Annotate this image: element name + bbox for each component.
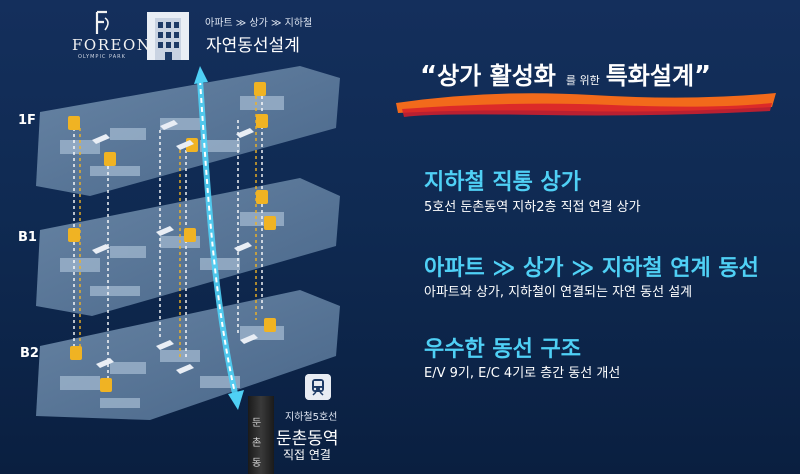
pillar-char: 동 <box>252 458 262 469</box>
headline-emphasis: 특화설계 <box>605 62 695 90</box>
foreon-logo-icon <box>95 10 109 34</box>
subway-connect-label: 직접 연결 <box>283 448 331 462</box>
escalator-icon <box>96 358 114 368</box>
escalator-icon <box>176 140 194 150</box>
subway-station-name: 둔촌동역 <box>276 429 339 449</box>
subway-line-label: 지하철5호선 <box>285 412 338 423</box>
floor-label-b2: B2 <box>20 346 39 361</box>
elevator-icon <box>70 346 82 360</box>
feature-title-subway-mall: 지하철 직통 상가 <box>424 170 581 195</box>
elevator-icon <box>256 114 268 128</box>
connection-arrow <box>194 66 244 410</box>
brush-stroke-decoration <box>396 93 776 117</box>
elevator-icon <box>184 228 196 242</box>
escalator-icon <box>160 120 178 130</box>
brand-name: FOREON <box>72 36 152 54</box>
apartment-building-icon <box>147 12 189 60</box>
pillar-char: 둔 <box>252 418 262 429</box>
brand-subtitle: OLYMPIC PARK <box>78 54 126 60</box>
station-pillar <box>248 396 274 474</box>
escalator-icon <box>156 226 174 236</box>
elevator-icon <box>256 190 268 204</box>
feature-desc-subway-mall: 5호선 둔촌동역 지하2층 직접 연결 상가 <box>424 200 641 215</box>
pillar-char: 촌 <box>252 438 262 449</box>
headline-close-quote: ” <box>694 61 712 91</box>
headline: “상가 활성화 를 위한 특화설계” <box>420 56 711 91</box>
feature-desc-circulation: 아파트와 상가, 지하철이 연결되는 자연 동선 설계 <box>424 285 693 300</box>
escalator-icon <box>92 244 110 254</box>
route-label: 아파트 ≫ 상가 ≫ 지하철 <box>205 18 313 29</box>
escalator-icon <box>92 134 110 144</box>
elevator-icon <box>254 82 266 96</box>
headline-open-quote: “ <box>420 61 438 91</box>
elevator-icon <box>100 378 112 392</box>
escalator-icon <box>176 364 194 374</box>
feature-title-circulation: 아파트 ≫ 상가 ≫ 지하철 연계 동선 <box>424 256 759 281</box>
elevator-icon <box>68 228 80 242</box>
feature-desc-structure: E/V 9기, E/C 4기로 층간 동선 개선 <box>424 366 621 381</box>
headline-main: 상가 활성화 <box>437 62 556 90</box>
elevator-icon <box>104 152 116 166</box>
headline-mid: 를 위한 <box>565 74 600 87</box>
escalator-icon <box>156 340 174 350</box>
feature-title-structure: 우수한 동선 구조 <box>424 337 581 362</box>
elevator-icon <box>264 216 276 230</box>
floor-label-b1: B1 <box>18 230 37 245</box>
escalator-icon <box>234 242 252 252</box>
subway-train-icon <box>305 374 331 400</box>
escalator-icon <box>236 128 254 138</box>
floor-label-1f: 1F <box>18 113 36 128</box>
floor-plan-diagram <box>36 66 340 420</box>
elevator-icon <box>68 116 80 130</box>
elevator-icon <box>264 318 276 332</box>
floor-slab-1f <box>36 66 340 196</box>
escalator-icon <box>240 334 258 344</box>
route-title: 자연동선설계 <box>206 36 300 56</box>
